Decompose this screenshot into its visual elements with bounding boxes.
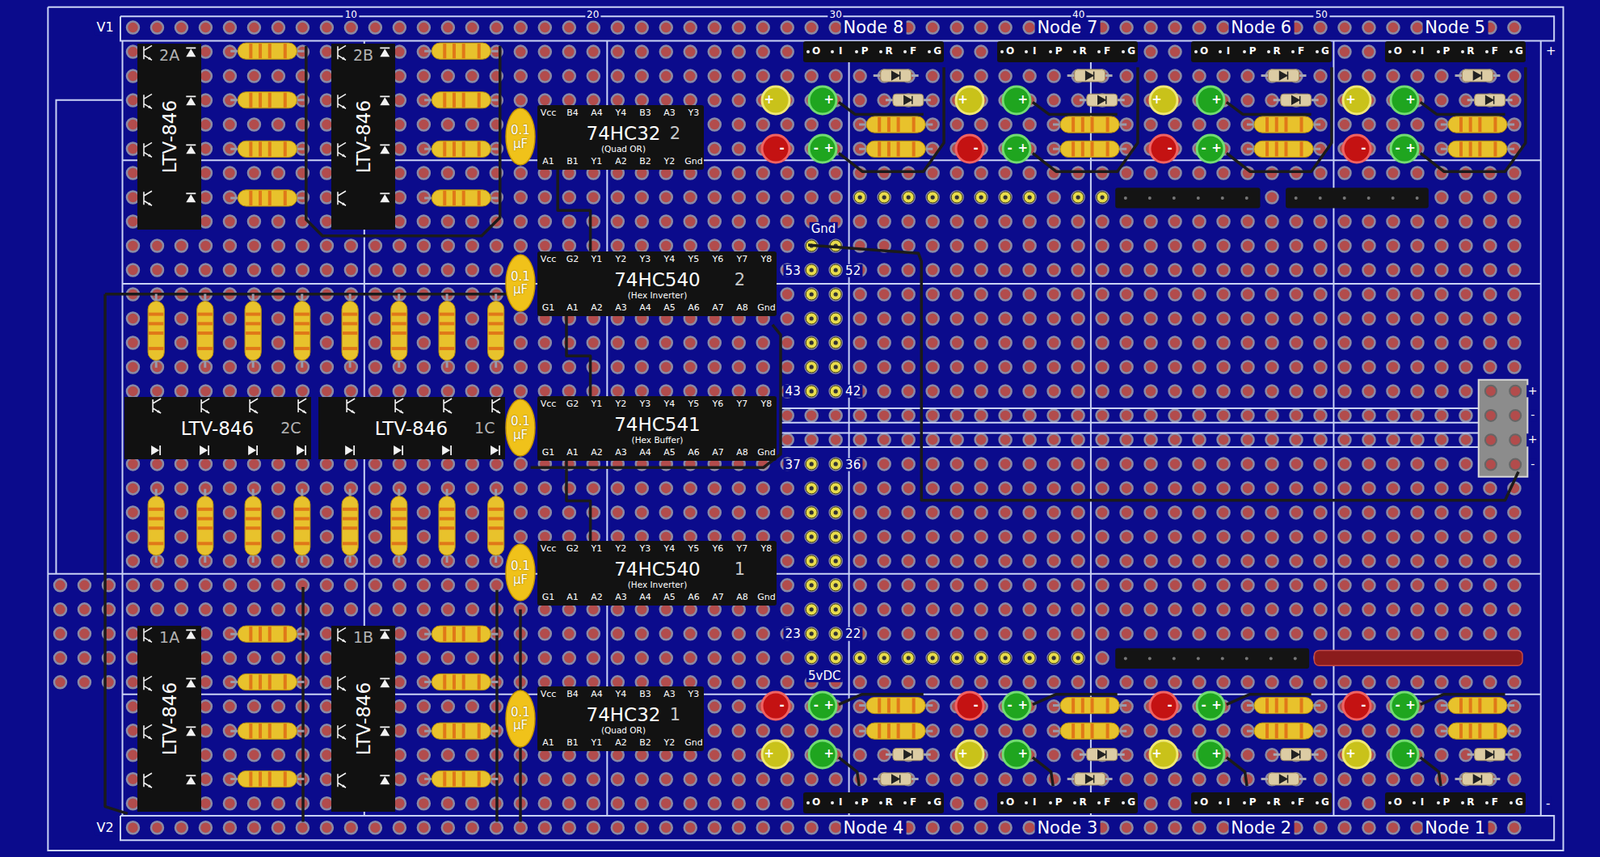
stage: LTV-8462ALTV-8462B0.1 µFVccB4A4Y4B3A3Y37… xyxy=(0,0,1600,857)
